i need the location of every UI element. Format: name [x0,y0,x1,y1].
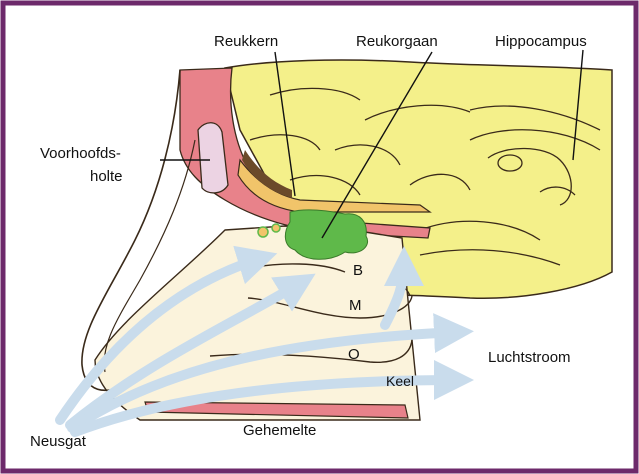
label-turbinate-o: O [348,346,360,363]
label-reukorgaan: Reukorgaan [356,33,438,50]
label-turbinate-m: M [349,297,362,314]
label-keel: Keel [386,373,414,389]
label-reukkern: Reukkern [214,33,278,50]
olfactory-spot-2 [272,224,280,232]
olfactory-organ [285,210,367,259]
label-turbinate-b: B [353,262,363,279]
label-voorhoofdsholte-line2: holte [90,168,123,185]
label-neusgat: Neusgat [30,433,87,450]
label-voorhoofdsholte-line1: Voorhoofds- [40,145,121,162]
olfactory-spot-1 [258,227,268,237]
label-luchtstroom: Luchtstroom [488,349,571,366]
label-gehemelte: Gehemelte [243,422,316,439]
label-hippocampus: Hippocampus [495,33,587,50]
